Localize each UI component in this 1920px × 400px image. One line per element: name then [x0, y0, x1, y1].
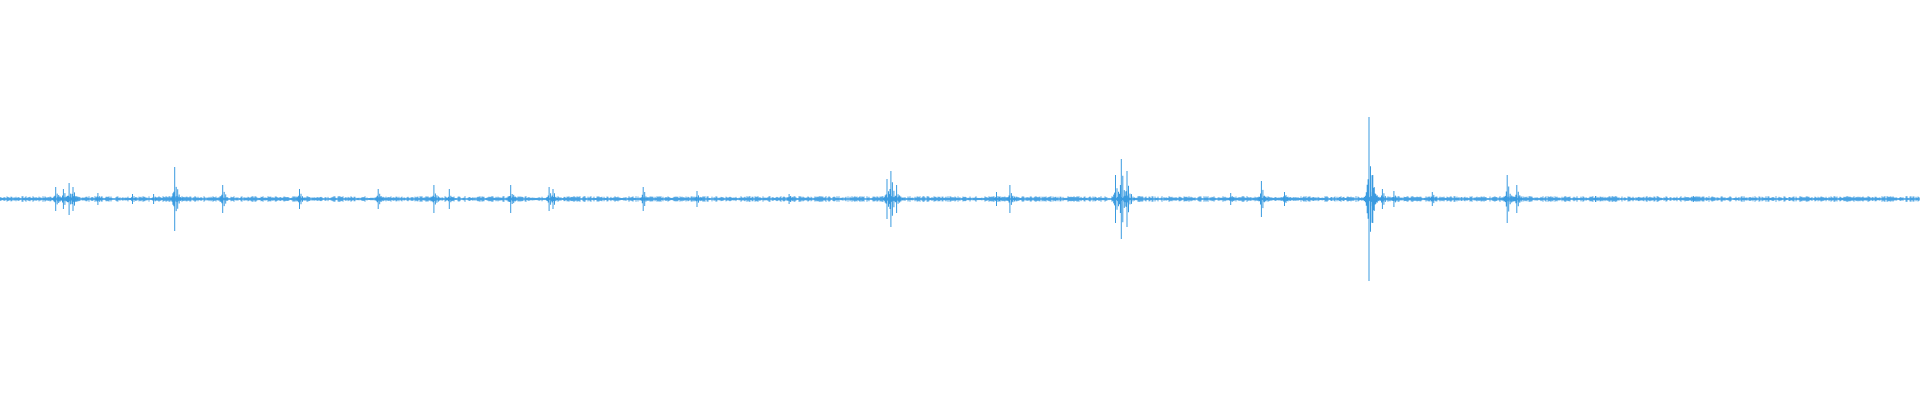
waveform-peak — [1379, 189, 1388, 209]
waveform-peak — [892, 185, 904, 213]
waveform-peak — [1228, 193, 1235, 205]
waveform-peak — [52, 187, 61, 211]
waveform-peak — [69, 187, 78, 211]
waveform-peak — [1257, 181, 1268, 217]
waveform-peak — [1502, 175, 1516, 223]
waveform-trace — [0, 117, 1920, 281]
waveform-peak — [1005, 185, 1017, 213]
waveform-peak — [993, 192, 1002, 206]
waveform-peak — [130, 194, 136, 204]
waveform-peak — [95, 193, 102, 205]
waveform-peak — [446, 189, 455, 209]
waveform-peak — [219, 185, 228, 213]
waveform-peak — [375, 189, 384, 209]
waveform-peak — [429, 185, 441, 213]
waveform-peak — [1368, 175, 1380, 223]
waveform-peak — [640, 187, 649, 211]
waveform-peak — [151, 194, 158, 204]
waveform-peak — [693, 191, 702, 207]
waveform-peak — [1391, 191, 1398, 207]
waveform-peak — [1692, 196, 1696, 202]
waveform-peak — [1122, 171, 1135, 227]
waveform-peak — [296, 189, 305, 209]
waveform-peak — [1429, 192, 1438, 206]
waveform-peak — [507, 185, 516, 213]
waveform-peak — [549, 189, 558, 209]
waveform-peak — [1513, 185, 1522, 213]
waveform-peak — [1281, 192, 1290, 206]
waveform-peak — [1594, 196, 1598, 202]
waveform-peak — [786, 194, 793, 204]
waveform-peak — [169, 167, 183, 231]
